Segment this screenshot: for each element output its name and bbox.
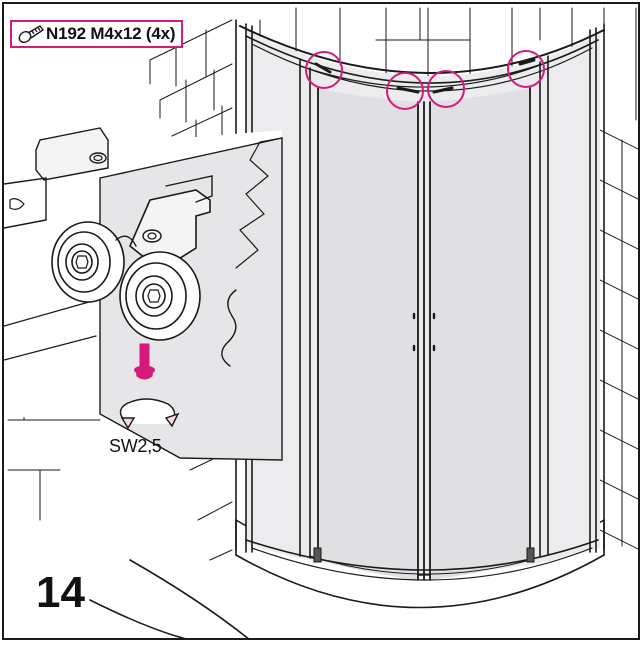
hardware-text: N192 M4x12 (4x) xyxy=(46,24,176,43)
callout-circle xyxy=(305,51,343,89)
detail-inset xyxy=(4,127,283,461)
shower-enclosure xyxy=(235,19,605,581)
tool-size-label: SW2,5 xyxy=(109,436,162,456)
callout-circle xyxy=(386,72,424,110)
screw-detail xyxy=(134,343,155,380)
screw-icon xyxy=(16,23,46,45)
hardware-label: N192 M4x12 (4x) xyxy=(10,20,184,48)
callout-circle xyxy=(427,70,465,108)
callout-circles xyxy=(305,50,545,110)
step-number: 14 xyxy=(36,568,85,617)
figure-frame xyxy=(2,2,640,640)
rotation-arrow xyxy=(119,398,180,430)
callout-circle xyxy=(507,50,545,88)
